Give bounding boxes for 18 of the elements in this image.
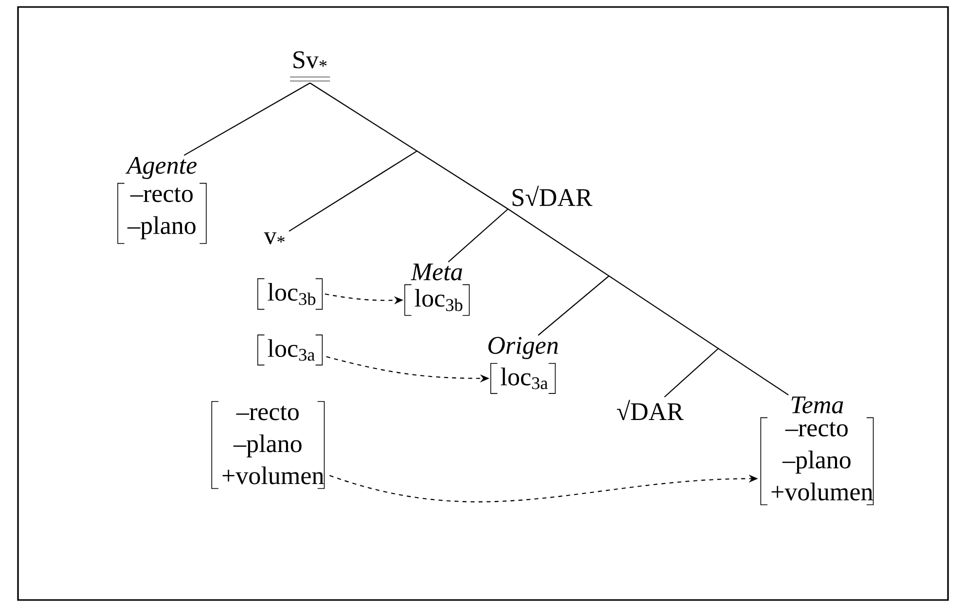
tree-branch <box>310 82 508 210</box>
tree-label: √DAR <box>616 400 684 420</box>
tree-branch <box>184 82 310 156</box>
feature-bracket: loc$_{3a}$ <box>257 334 323 366</box>
labeled-feature-matrix: Tema –recto –plano +volumen <box>760 396 874 506</box>
labeled-feature-matrix: Agente –recto –plano <box>117 156 207 244</box>
labeled-feature-matrix: Meta loc$_{3b}$ <box>404 264 470 316</box>
root-label: Sv$_{*}$ <box>290 51 330 82</box>
tree-branch <box>448 208 508 262</box>
tree-branch <box>288 150 418 232</box>
tree-branch <box>508 208 789 396</box>
tree-branch <box>664 348 719 398</box>
feature-bracket: –recto –plano +volumen <box>211 401 325 489</box>
feature-bracket: loc$_{3b}$ <box>257 278 323 310</box>
tree-branch <box>538 276 610 336</box>
labeled-feature-matrix: Origen loc$_{3a}$ <box>488 336 558 394</box>
tree-label: v$_{*}$ <box>264 232 285 244</box>
tree-label: S√DAR <box>512 186 592 206</box>
